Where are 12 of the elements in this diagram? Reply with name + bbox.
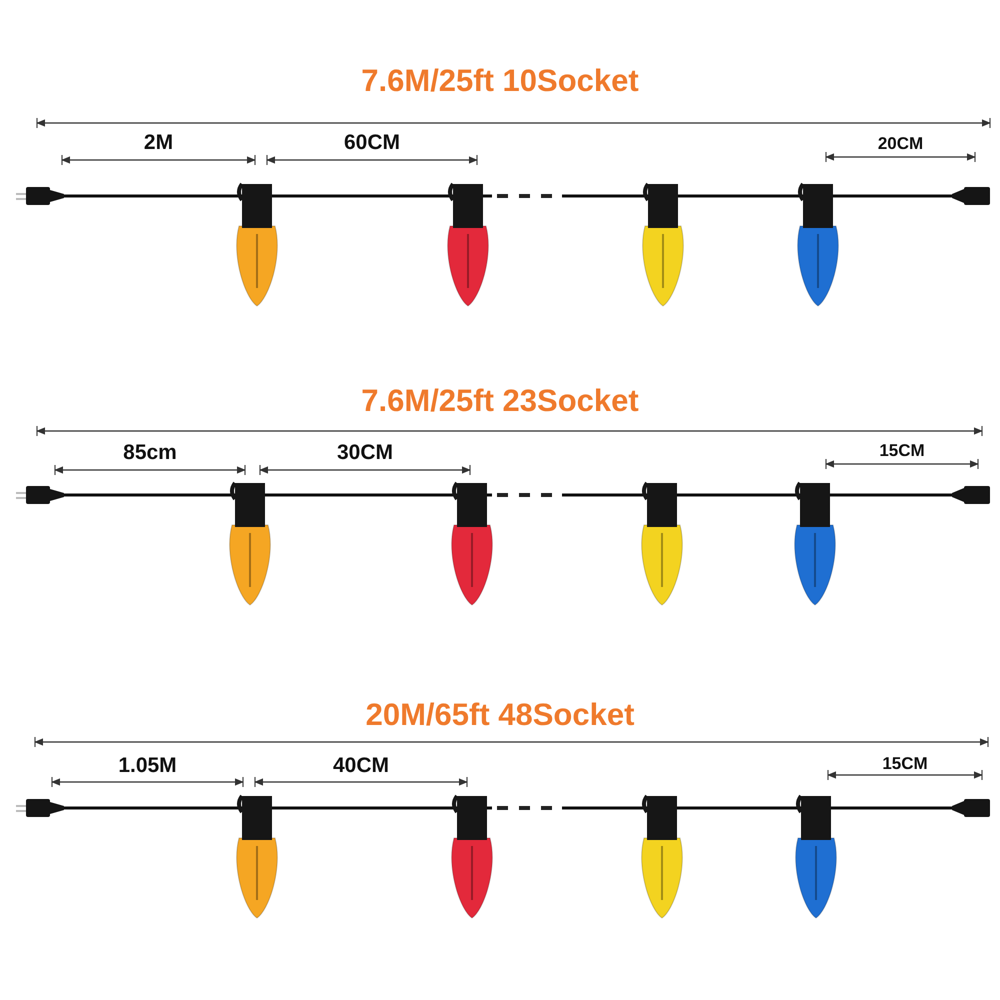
dimension-label: 15CM <box>878 442 926 459</box>
heading: 7.6M/25ft 10Socket <box>360 65 640 96</box>
heading: 7.6M/25ft 23Socket <box>360 385 640 416</box>
dimension-label: 15CM <box>881 755 929 772</box>
heading: 20M/65ft 48Socket <box>364 699 636 730</box>
dimension-label: 40CM <box>332 755 390 776</box>
dimension-label: 30CM <box>336 442 394 463</box>
dimension-label: 2M <box>142 132 174 153</box>
dimension-label: 20CM <box>876 135 924 152</box>
dimension-label: 1.05M <box>117 755 178 776</box>
dimension-label: 60CM <box>342 132 402 153</box>
dimension-label: 85cm <box>122 442 178 463</box>
